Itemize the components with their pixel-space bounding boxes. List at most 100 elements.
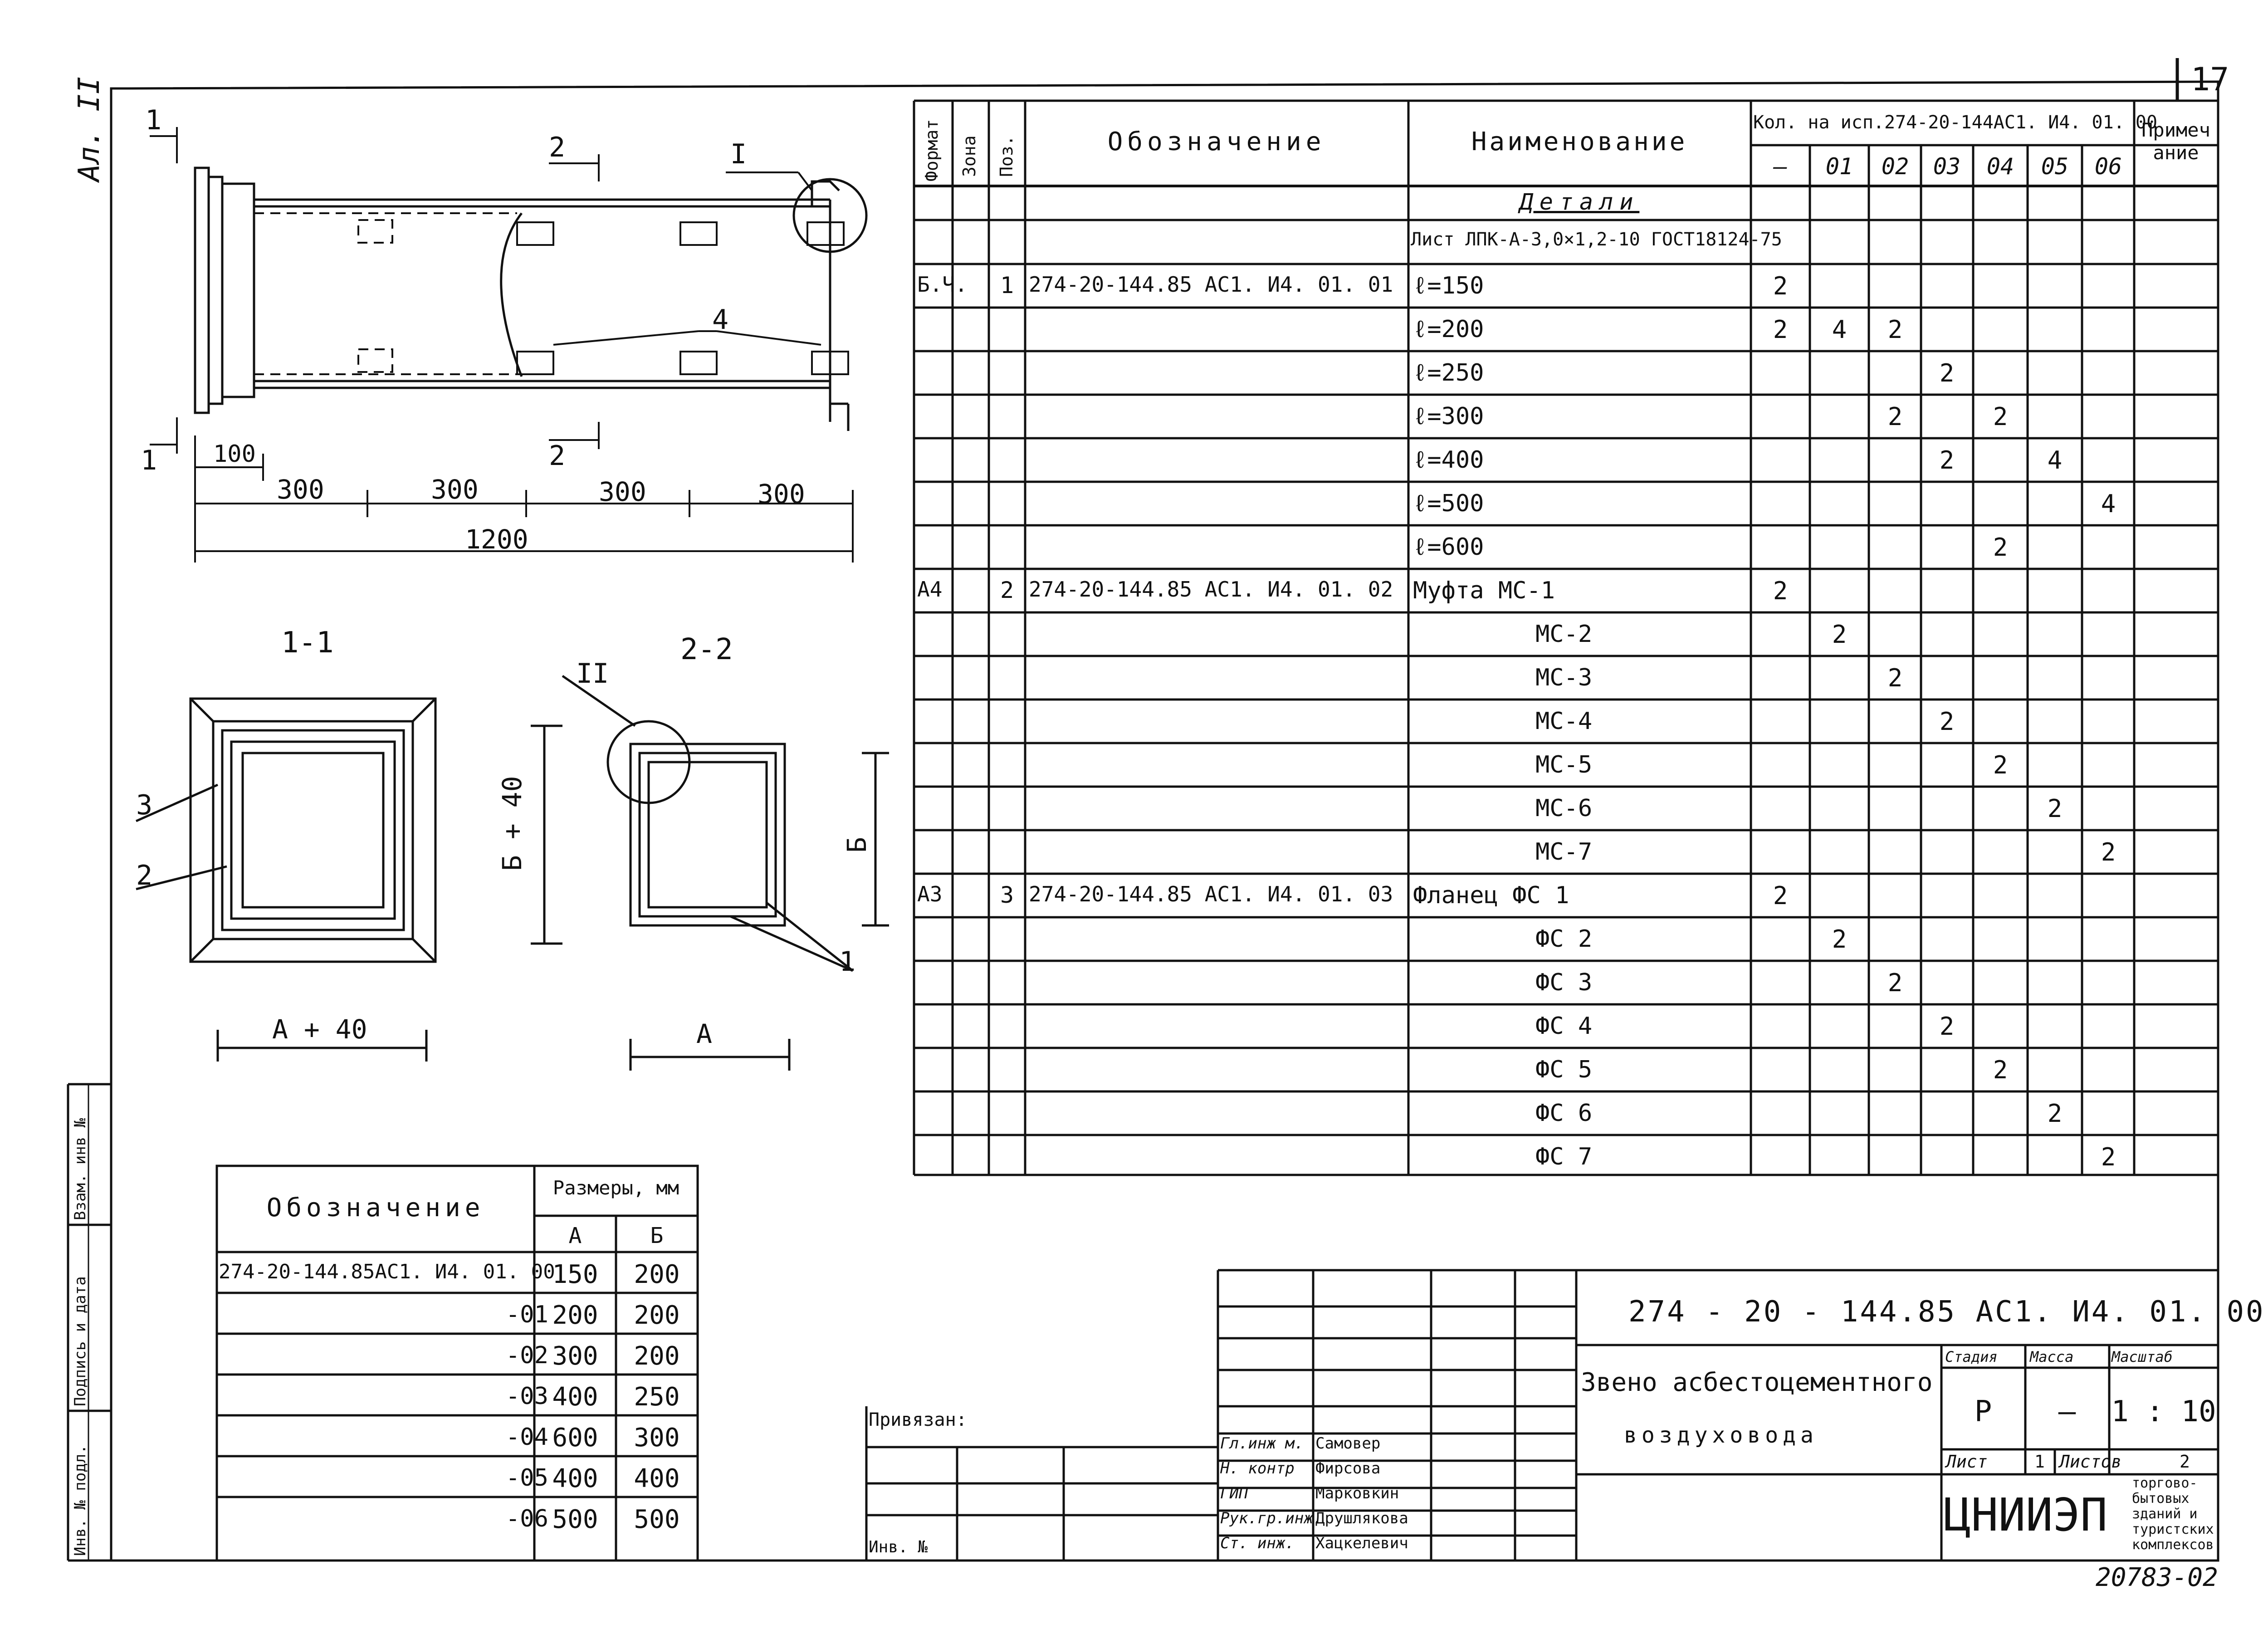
size-row-b: 500 bbox=[634, 1505, 680, 1534]
row-designation: 274-20-144.85 АС1. И4. 01. 01 bbox=[1029, 272, 1393, 297]
row-format: Б.Ч. bbox=[917, 272, 968, 297]
massa-label: Масса bbox=[2030, 1348, 2074, 1365]
row-qty: 2 bbox=[1773, 881, 1788, 910]
row-qty: 2 bbox=[1993, 402, 2008, 431]
row-qty: 2 bbox=[1939, 707, 1955, 736]
row-name: ℓ=200 bbox=[1413, 316, 1484, 343]
material-line: Лист ЛПК-А-3,0×1,2-10 ГОСТ18124-75 bbox=[1411, 229, 1782, 250]
row-name: Фланец ФС 1 bbox=[1413, 882, 1569, 909]
col-header-note: Примечание bbox=[2141, 119, 2210, 164]
node-2-label: II bbox=[576, 658, 609, 690]
node-1-label: I bbox=[730, 138, 747, 170]
role-title: Рук.гр.инж. bbox=[1220, 1509, 1323, 1527]
masshtab-value: 1 : 10 bbox=[2111, 1395, 2216, 1429]
row-name: ℓ=500 bbox=[1413, 490, 1484, 517]
row-name: ФС 4 bbox=[1535, 1013, 1593, 1040]
size-row-designation: -01 bbox=[506, 1301, 548, 1328]
size-row-a: 400 bbox=[552, 1382, 598, 1412]
sizes-header-designation: Обозначение bbox=[266, 1193, 485, 1223]
section-1-bottom: 1 bbox=[141, 445, 157, 476]
variant-header: 06 bbox=[2094, 153, 2122, 180]
role-name: Марковкин bbox=[1315, 1484, 1399, 1502]
row-name: ℓ=600 bbox=[1413, 533, 1484, 561]
dim-100: 100 bbox=[213, 440, 256, 468]
org-sub-line: туристских bbox=[2132, 1521, 2214, 1537]
col-header-qty: Кол. на исп.274-20-144АС1. И4. 01. 00 bbox=[1753, 112, 2158, 133]
view-1-1-title: 1-1 bbox=[281, 626, 334, 660]
row-qty: 4 bbox=[2101, 489, 2116, 518]
size-row-b: 300 bbox=[634, 1423, 680, 1453]
dim-300-2: 300 bbox=[431, 474, 479, 505]
org-sub-line: зданий и bbox=[2132, 1506, 2198, 1522]
pos-3-label: 3 bbox=[136, 789, 153, 821]
row-qty: 2 bbox=[2101, 1143, 2116, 1171]
role-title: Гл.инж м. bbox=[1220, 1434, 1304, 1453]
role-title: ГИП bbox=[1220, 1484, 1248, 1502]
row-name: МС-4 bbox=[1535, 708, 1593, 735]
row-qty: 2 bbox=[1939, 1012, 1955, 1041]
variant-header: 03 bbox=[1933, 153, 1961, 180]
sizes-header-b: Б bbox=[650, 1223, 664, 1248]
left-strip-inv-podl: Инв. № подл. bbox=[71, 1444, 89, 1556]
stadia-value: Р bbox=[1974, 1395, 1992, 1429]
pos-4-label: 4 bbox=[712, 304, 729, 336]
size-row-b: 400 bbox=[634, 1464, 680, 1493]
row-name: ℓ=250 bbox=[1413, 359, 1484, 386]
size-row-a: 200 bbox=[552, 1301, 598, 1330]
row-qty: 2 bbox=[1993, 1056, 2008, 1084]
org-sub-line: комплексов bbox=[2132, 1537, 2214, 1553]
variant-header: 04 bbox=[1986, 153, 2014, 180]
variant-header: 02 bbox=[1881, 153, 1909, 180]
size-row-designation: -04 bbox=[506, 1424, 548, 1451]
row-qty: 2 bbox=[1887, 969, 1903, 997]
pos-1-label: 1 bbox=[839, 946, 856, 978]
view-2-2-title: 2-2 bbox=[680, 633, 733, 666]
row-name: МС-2 bbox=[1535, 621, 1593, 648]
left-strip-vzam: Взам. инв № bbox=[71, 1118, 89, 1220]
row-qty: 2 bbox=[1773, 577, 1788, 605]
row-qty: 2 bbox=[1773, 272, 1788, 300]
row-designation: 274-20-144.85 АС1. И4. 01. 02 bbox=[1029, 577, 1393, 602]
title-name-line2: воздуховода bbox=[1624, 1423, 1818, 1448]
org-sub-line: бытовых bbox=[2132, 1491, 2190, 1507]
row-name: ФС 5 bbox=[1535, 1056, 1593, 1083]
sizes-header-a: А bbox=[568, 1223, 582, 1248]
row-pos: 2 bbox=[1000, 577, 1014, 603]
row-pos: 1 bbox=[1000, 272, 1014, 298]
dim-300-3: 300 bbox=[599, 476, 646, 507]
variant-header: 05 bbox=[2041, 153, 2069, 180]
role-name: Друшлякова bbox=[1315, 1509, 1408, 1527]
section-2-top: 2 bbox=[549, 132, 566, 163]
listov-label: Листов bbox=[2059, 1452, 2122, 1472]
row-qty: 2 bbox=[2047, 794, 2063, 823]
size-row-a: 150 bbox=[552, 1260, 598, 1289]
size-row-b: 200 bbox=[634, 1341, 680, 1371]
role-title: Н. контр bbox=[1220, 1459, 1295, 1477]
dim-a-40: А + 40 bbox=[272, 1014, 367, 1045]
size-row-designation: -03 bbox=[506, 1383, 548, 1410]
col-header-pos: Поз. bbox=[997, 135, 1017, 177]
org-sub-line: торгово- bbox=[2132, 1475, 2198, 1491]
row-format: А3 bbox=[917, 882, 943, 906]
dim-b-40: Б + 40 bbox=[497, 776, 528, 871]
row-qty: 2 bbox=[1832, 925, 1847, 954]
section-2-bottom: 2 bbox=[549, 440, 566, 472]
row-format: А4 bbox=[917, 577, 943, 602]
role-name: Хацкелевич bbox=[1315, 1534, 1408, 1552]
privyazan-label: Привязан: bbox=[869, 1409, 967, 1430]
dim-a: А bbox=[696, 1018, 712, 1049]
title-doc-code: 274 - 20 - 144.85 АС1. И4. 01. 00 bbox=[1628, 1295, 2265, 1329]
col-header-name: Наименование bbox=[1471, 127, 1688, 157]
role-title: Ст. инж. bbox=[1220, 1534, 1295, 1552]
row-pos: 3 bbox=[1000, 882, 1014, 908]
list-value: 1 bbox=[2034, 1452, 2045, 1472]
org-logo: ЦНИИЭП bbox=[1944, 1488, 2108, 1541]
size-row-b: 200 bbox=[634, 1301, 680, 1330]
section-1-top: 1 bbox=[145, 104, 162, 136]
row-qty: 4 bbox=[1832, 315, 1847, 344]
size-row-b: 200 bbox=[634, 1260, 680, 1289]
row-qty: 2 bbox=[1939, 359, 1955, 387]
dim-300-1: 300 bbox=[277, 474, 324, 505]
